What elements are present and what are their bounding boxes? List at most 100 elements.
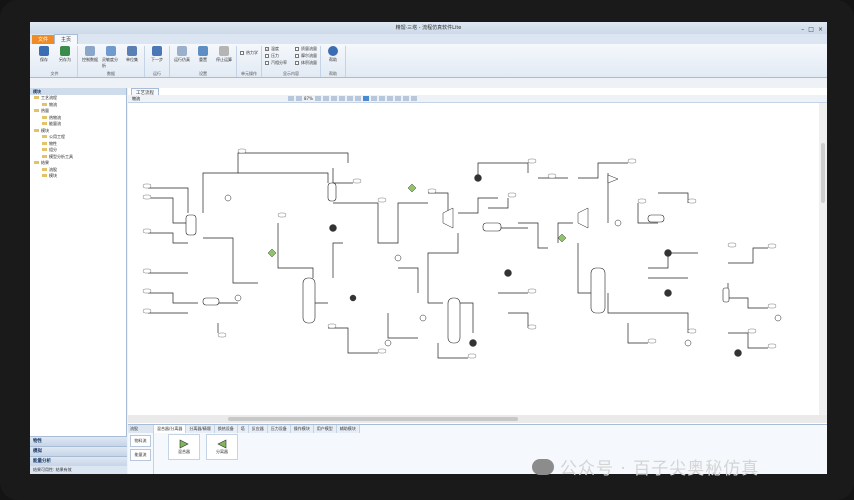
horizontal-scrollbar[interactable]	[128, 415, 827, 423]
compressor-c102[interactable]	[577, 207, 589, 229]
reset-button[interactable]: 重置	[194, 46, 212, 71]
select-all-icon[interactable]	[362, 96, 369, 101]
flip-icon[interactable]	[386, 96, 393, 101]
tab-home[interactable]: 主页	[54, 34, 79, 44]
exchanger-ae107[interactable]	[469, 339, 477, 347]
maximize-button[interactable]: □	[808, 26, 814, 33]
column-t102[interactable]	[447, 297, 461, 344]
vertical-scroll-thumb[interactable]	[821, 143, 825, 203]
check-pressure[interactable]: 压力	[265, 53, 287, 59]
run-button[interactable]: 运行仿真	[173, 46, 191, 71]
fit-icon[interactable]	[322, 96, 329, 101]
zoom-level[interactable]: 87%	[304, 96, 313, 101]
tree-item[interactable]: 结果	[30, 160, 126, 167]
check-temperature[interactable]: ✓温度	[265, 46, 279, 51]
color-icon[interactable]	[402, 96, 409, 101]
check-mass-flow[interactable]: 质量流量	[295, 46, 317, 52]
panel-energy[interactable]: 能量分析	[30, 456, 127, 466]
tree-item[interactable]: 公用工程	[30, 134, 126, 141]
pump-p102[interactable]	[394, 254, 402, 262]
palette-tab[interactable]: 混合器/分离器	[154, 425, 187, 433]
tab-file[interactable]: 文件	[32, 35, 55, 44]
layer-icon[interactable]	[410, 96, 417, 101]
splitter-item[interactable]: 分离器	[206, 434, 238, 460]
check-vapor-fraction[interactable]: 汽相分率	[265, 60, 287, 66]
energy-stream-button[interactable]: 能量流	[130, 449, 151, 461]
palette-tab[interactable]: 塔	[237, 425, 249, 433]
palette-tab[interactable]: 操作模块	[290, 425, 314, 433]
exchanger-ae106[interactable]	[734, 349, 742, 357]
zoom-in-icon[interactable]	[296, 96, 302, 101]
mixer-m102[interactable]	[407, 183, 417, 193]
check-thermo[interactable]: 热力学	[240, 50, 258, 56]
material-stream-button[interactable]: 物料流	[130, 435, 151, 447]
drum-d104[interactable]	[647, 214, 665, 223]
palette-tab[interactable]: 辅助模块	[336, 425, 360, 433]
pump-p103[interactable]	[384, 339, 392, 347]
pump-p107[interactable]	[774, 314, 782, 322]
tree-item[interactable]: 能量流	[30, 121, 126, 128]
save-button[interactable]: 保存	[35, 46, 53, 71]
mixer-item[interactable]: 混合器	[168, 434, 200, 460]
tree-item[interactable]: 热量	[30, 108, 126, 115]
pump-p108[interactable]	[419, 314, 427, 322]
label-icon[interactable]	[394, 96, 401, 101]
column-t103[interactable]	[590, 267, 606, 314]
compressor-c101[interactable]	[442, 207, 454, 229]
grid-icon[interactable]	[330, 96, 337, 101]
save-as-button[interactable]: 另存为	[56, 46, 74, 71]
align-left-icon[interactable]	[338, 96, 345, 101]
palette-tab[interactable]: 反应器	[248, 425, 268, 433]
zoom-out-icon[interactable]	[314, 96, 321, 101]
distribute-icon[interactable]	[370, 96, 377, 101]
rotate-icon[interactable]	[378, 96, 385, 101]
help-button[interactable]: 帮助	[324, 46, 342, 71]
unit-set-button[interactable]: 单位集	[123, 46, 141, 71]
panel-simulation[interactable]: 模拟	[30, 446, 127, 456]
align-right-icon[interactable]	[354, 96, 361, 101]
panel-properties[interactable]: 物性	[30, 436, 127, 446]
exchanger-ae105[interactable]	[664, 289, 672, 297]
exchanger-ae101[interactable]	[329, 224, 337, 232]
tree-item[interactable]: 组分	[30, 147, 126, 154]
pointer-icon[interactable]	[288, 96, 294, 101]
check-volume-flow[interactable]: 体积流量	[295, 60, 317, 66]
palette-tab[interactable]: 压力设备	[267, 425, 291, 433]
column-t104[interactable]	[185, 214, 197, 236]
process-flowsheet[interactable]	[128, 103, 818, 415]
tree-item[interactable]: 模块	[30, 173, 126, 180]
column-d102[interactable]	[327, 182, 337, 202]
stop-button[interactable]: 停止运算	[215, 46, 233, 71]
tree-item[interactable]: 模块	[30, 128, 126, 135]
drum-d103[interactable]	[482, 222, 502, 232]
tree-item[interactable]: 热物流	[30, 115, 126, 122]
minimize-button[interactable]: –	[801, 26, 805, 33]
exchanger-ae103[interactable]	[504, 269, 512, 277]
tree-item[interactable]: 流股	[30, 167, 126, 174]
sensitivity-button[interactable]: 灵敏度分析	[102, 46, 120, 71]
mixer-m103[interactable]	[557, 233, 567, 243]
drum-d105[interactable]	[722, 287, 730, 303]
align-center-icon[interactable]	[346, 96, 353, 101]
palette-tab[interactable]: 换热设备	[214, 425, 238, 433]
drum-d101[interactable]	[202, 297, 220, 306]
tree-item[interactable]: 模型分析工具	[30, 154, 126, 161]
horizontal-scroll-thumb[interactable]	[228, 417, 518, 421]
column-t101[interactable]	[302, 277, 316, 324]
valve-v101[interactable]	[607, 174, 619, 184]
exchanger-ae102[interactable]	[474, 174, 482, 182]
control-data-button[interactable]: 控制数据	[81, 46, 99, 71]
vertical-scrollbar[interactable]	[819, 103, 827, 415]
palette-tab[interactable]: 用户模型	[313, 425, 337, 433]
tree-item[interactable]: 物性	[30, 141, 126, 148]
tree-item[interactable]: 物流	[30, 102, 126, 109]
pump-p106[interactable]	[684, 339, 692, 347]
check-mole-flow[interactable]: 摩尔流量	[295, 53, 317, 59]
close-button[interactable]: ×	[817, 26, 823, 33]
exchanger-ae104[interactable]	[664, 249, 672, 257]
palette-tab[interactable]: 分离器/精馏	[186, 425, 215, 433]
pump-p105[interactable]	[614, 219, 622, 227]
exchanger-ae108[interactable]	[349, 294, 357, 302]
pump-p104[interactable]	[234, 294, 242, 302]
next-step-button[interactable]: 下一步	[148, 46, 166, 71]
